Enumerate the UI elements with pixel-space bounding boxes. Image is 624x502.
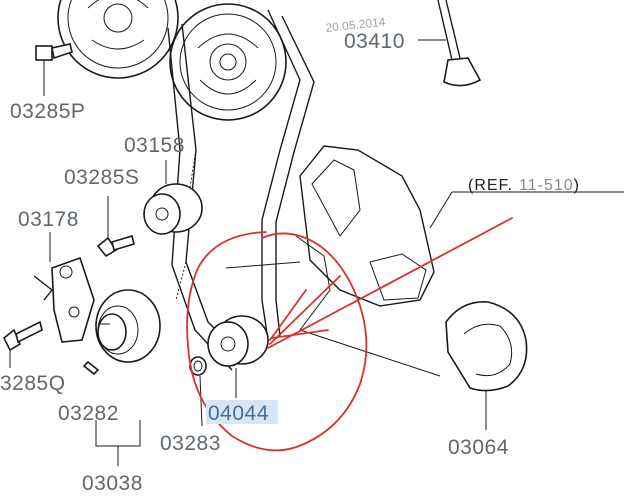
date-stamp: 20.05.2014 (325, 15, 387, 35)
group-bracket-03038 (95, 420, 141, 466)
crank-sprocket-03038 (95, 289, 161, 363)
label-03283: 03283 (160, 432, 221, 455)
label-03285P: 03285P (10, 100, 85, 123)
highlight-04044 (206, 400, 278, 424)
timing-belt (167, 9, 315, 371)
label-03285Q: 3285Q (0, 372, 66, 395)
label-03178: 03178 (18, 208, 79, 231)
camshaft-sprocket-right (169, 3, 287, 121)
camshaft-sprocket-left (57, 0, 179, 79)
reference-code: 11-510 (519, 177, 574, 194)
valve-part (418, 0, 482, 87)
label-03410: 03410 (344, 30, 405, 53)
label-03158: 03158 (124, 134, 185, 157)
label-04044: 04044 (208, 402, 269, 425)
engine-housing (225, 145, 624, 377)
nut-03283 (189, 356, 207, 427)
timing-cover-03064 (445, 301, 528, 430)
bolt-03285S (96, 196, 135, 258)
bolt-03285Q (2, 320, 43, 368)
tensioner-pulley-03158 (143, 160, 203, 235)
label-03285S: 03285S (64, 166, 139, 189)
idler-pulley-04044 (207, 315, 269, 398)
reference-prefix: (REF. (468, 177, 513, 194)
label-03064: 03064 (448, 436, 509, 459)
reference-suffix: ) (574, 177, 580, 194)
bolt-03285P (35, 43, 73, 96)
tensioner-arm-03178 (33, 232, 95, 343)
red-annotation (186, 217, 513, 452)
label-03282: 03282 (58, 402, 119, 425)
reference-label: (REF. 11-510) (468, 177, 580, 194)
label-03038: 03038 (82, 472, 143, 495)
pin-03282 (82, 360, 100, 376)
